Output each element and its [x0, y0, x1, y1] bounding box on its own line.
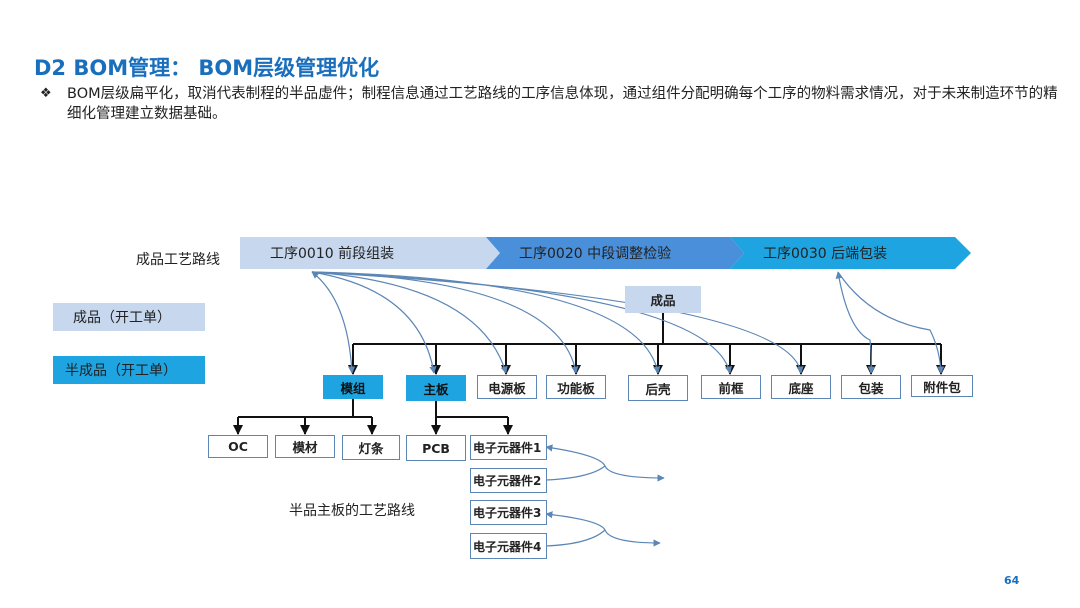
- node-component-1: 电子元器件1: [470, 435, 547, 460]
- diamond-bullet-icon: ❖: [40, 86, 52, 101]
- node-back-cover: 后壳: [628, 375, 688, 401]
- routing-step-1-shape: [240, 237, 500, 269]
- node-light-bar: 灯条: [342, 435, 400, 460]
- routing-step-1: 工序0010 前段组装: [270, 246, 395, 262]
- board-route-label: 半品主板的工艺路线: [289, 503, 415, 519]
- node-mainboard: 主板: [406, 375, 466, 401]
- node-component-2: 电子元器件2: [470, 468, 547, 493]
- routing-step-3-shape: [730, 237, 971, 269]
- description-text: BOM层级扁平化，取消代表制程的半品虚件；制程信息通过工艺路线的工序信息体现，通…: [67, 86, 1058, 122]
- node-front-frame: 前框: [701, 375, 761, 399]
- page-number: 64: [1004, 574, 1020, 587]
- page-title: D2 BOM管理： BOM层级管理优化: [34, 56, 380, 80]
- description-paragraph: ❖ BOM层级扁平化，取消代表制程的半品虚件；制程信息通过工艺路线的工序信息体现…: [40, 84, 1065, 124]
- node-function-board: 功能板: [546, 375, 606, 399]
- routing-step-3: 工序0030 后端包装: [763, 246, 888, 262]
- node-module: 模组: [323, 375, 383, 399]
- routing-label: 成品工艺路线: [136, 252, 220, 268]
- node-component-3: 电子元器件3: [470, 500, 547, 525]
- node-accessory-pack: 附件包: [911, 375, 973, 397]
- node-component-4: 电子元器件4: [470, 533, 547, 559]
- legend-finished: 成品（开工单）: [53, 303, 205, 331]
- node-base: 底座: [771, 375, 831, 399]
- node-oc: OC: [208, 435, 268, 458]
- node-power-board: 电源板: [477, 375, 537, 399]
- node-packaging: 包装: [841, 375, 901, 399]
- tree-connectors: [233, 313, 946, 435]
- routing-step-2: 工序0020 中段调整检验: [519, 246, 672, 262]
- legend-semi-label: 半成品（开工单）: [65, 363, 177, 379]
- legend-semi: 半成品（开工单）: [53, 356, 205, 384]
- legend-finished-label: 成品（开工单）: [73, 310, 171, 326]
- node-finished-product: 成品: [625, 286, 701, 313]
- node-pcb: PCB: [406, 435, 466, 461]
- routing-step-2-shape: [486, 237, 744, 269]
- node-module-material: 模材: [275, 435, 335, 458]
